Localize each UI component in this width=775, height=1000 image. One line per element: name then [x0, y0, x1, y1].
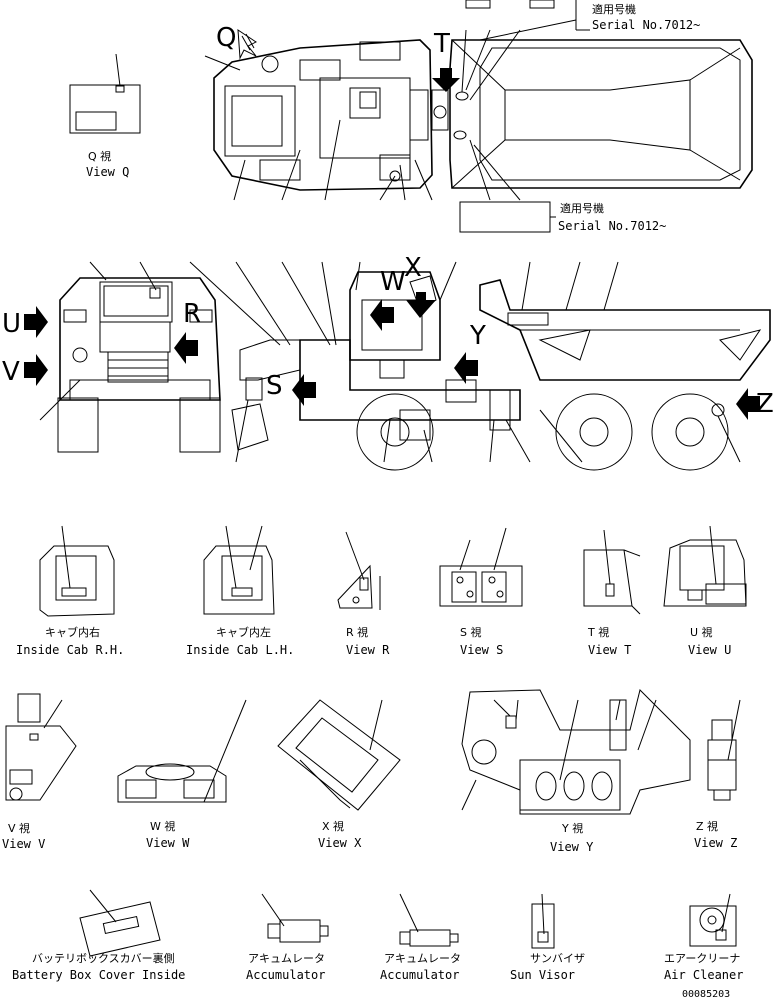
view-z-jp: Z 視: [696, 819, 718, 833]
view-z: Z 視 View Z: [694, 699, 741, 850]
view-s-jp: S 視: [460, 625, 481, 639]
view-letter-u: U: [2, 309, 21, 339]
visor-en: Sun Visor: [510, 968, 575, 982]
serial-note-jp: 適用号機: [592, 2, 636, 16]
view-letter-q: Q: [216, 23, 236, 53]
view-r-en: View R: [346, 643, 390, 657]
serial-note-en: Serial No.7012~: [592, 18, 700, 32]
battery-jp: バッテリボックスカバー裏側: [32, 951, 175, 965]
view-u-en: View U: [688, 643, 731, 657]
view-r-jp: R 視: [346, 625, 368, 639]
view-accumulator-2: アキュムレータ Accumulator: [380, 893, 461, 982]
view-letter-w: W: [380, 267, 406, 297]
cab-rh-jp: キャブ内右: [45, 625, 100, 639]
cab-lh-jp: キャブ内左: [216, 625, 271, 639]
view-t-jp: T 視: [587, 625, 609, 639]
view-t: T 視 View T: [583, 529, 641, 657]
acc2-en: Accumulator: [380, 968, 459, 982]
view-battery-box-cover: バッテリボックスカバー裏側 Battery Box Cover Inside: [12, 889, 185, 982]
serial-note-middle: 適用号機 Serial No.7012~: [459, 201, 666, 233]
view-letter-y: Y: [469, 321, 486, 351]
view-y-jp: Y 視: [561, 821, 583, 835]
view-letter-r: R: [183, 299, 201, 329]
acc1-jp: アキュムレータ: [248, 952, 325, 965]
serial-note-top: 適用号機 Serial No.7012~: [465, 0, 700, 32]
view-letter-s: S: [266, 371, 283, 401]
view-u: U 視 View U: [663, 525, 747, 657]
acc2-jp: アキュムレータ: [384, 952, 461, 965]
view-u-jp: U 視: [690, 625, 713, 639]
view-air-cleaner: エアークリーナ Air Cleaner: [664, 893, 743, 982]
cab-rh-en: Inside Cab R.H.: [16, 643, 124, 657]
view-t-en: View T: [588, 643, 631, 657]
view-w: W 視 View W: [117, 699, 247, 850]
view-letter-t: T: [433, 29, 450, 59]
serial-note-en-2: Serial No.7012~: [558, 219, 666, 233]
view-v-jp: V 視: [8, 821, 30, 835]
view-accumulator-1: アキュムレータ Accumulator: [246, 893, 329, 982]
view-x-jp: X 視: [322, 819, 344, 833]
serial-note-jp-2: 適用号機: [560, 201, 604, 215]
view-y: Y 視 View Y: [461, 689, 691, 854]
visor-jp: サンバイザ: [530, 952, 585, 965]
view-letter-x: X: [404, 253, 422, 283]
view-x-en: View X: [318, 836, 362, 850]
view-q-jp: Q 視: [88, 149, 111, 163]
view-inside-cab-rh: キャブ内右 Inside Cab R.H.: [16, 525, 124, 657]
view-w-en: View W: [146, 836, 190, 850]
battery-en: Battery Box Cover Inside: [12, 968, 185, 982]
cab-lh-en: Inside Cab L.H.: [186, 643, 294, 657]
view-x: X 視 View X: [277, 699, 401, 850]
view-r: R 視 View R: [337, 531, 390, 657]
view-q-en: View Q: [86, 165, 129, 179]
front-view-truck: U V R: [2, 261, 221, 453]
drawing-number: 00085203: [682, 989, 730, 1000]
acc1-en: Accumulator: [246, 968, 325, 982]
view-letter-v: V: [2, 357, 20, 387]
view-z-en: View Z: [694, 836, 737, 850]
view-v: V 視 View V: [2, 693, 77, 851]
top-view-truck: Q T: [204, 19, 753, 201]
view-s-en: View S: [460, 643, 503, 657]
view-sun-visor: サンバイザ Sun Visor: [510, 893, 585, 982]
view-letter-z: Z: [756, 389, 774, 419]
air-en: Air Cleaner: [664, 968, 743, 982]
view-s: S 視 View S: [439, 527, 523, 657]
side-view-truck: W X Y S Z: [189, 253, 774, 471]
air-jp: エアークリーナ: [664, 952, 740, 965]
view-inside-cab-lh: キャブ内左 Inside Cab L.H.: [186, 525, 294, 657]
view-q: Q 視 View Q: [69, 53, 141, 179]
view-v-en: View V: [2, 837, 45, 851]
view-y-en: View Y: [550, 840, 594, 854]
view-w-jp: W 視: [150, 819, 175, 833]
